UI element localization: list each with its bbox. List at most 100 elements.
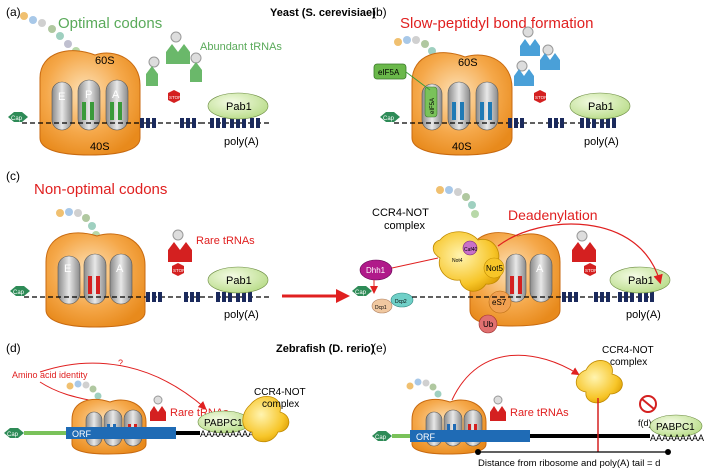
stop-sign-c2 [584,263,596,276]
pab1-label-b: Pab1 [588,101,614,113]
polya-label-b: poly(A) [584,136,619,148]
site-e-label-c: E [64,263,71,275]
pab1-b [569,92,631,120]
es7-label: eS7 [492,298,507,307]
question-mark: ? [118,358,123,368]
panel-d-letter: (d) [6,341,21,355]
panel-e: (e) Cap ORF Rare tRNAs CCR4-NOT complex [372,341,704,468]
site-e-label-a: E [58,91,65,103]
rare-trna-e [490,395,506,421]
ccr4-not-complex-d [242,396,290,443]
cap-label-e: Cap [375,435,387,441]
stop-label-b: STOP [535,95,547,100]
polya-label-c: poly(A) [224,309,259,321]
dcp2-label: Dcp2 [395,299,407,305]
panel-a: (a) Optimal codons Yeast (S. cerevisiae)… [6,5,376,156]
ccr4-not-label-e2: complex [610,357,647,368]
orf-d [66,427,176,439]
polya-bars-a [210,118,260,128]
ccr4-not-label-line1: CCR4-NOT [372,207,429,219]
site-a-label-a: A [112,89,120,101]
deadenylation-arrow [497,223,663,285]
dcp1-label: Dcp1 [375,305,387,311]
eif5a-in-site [424,86,438,118]
rare-trna-d [150,395,166,421]
orf-e [410,430,530,442]
panel-b: (b) Slow-peptidyl bond formation 60S 40S… [372,5,631,156]
rare-trnas-label-c: Rare tRNAs [196,235,255,247]
rare-trna-c [168,229,192,262]
pab1-label-c2: Pab1 [628,275,654,287]
cap-c2 [352,286,372,296]
peptide-chain-b [394,36,436,55]
cap-label-d: Cap [7,432,19,438]
subunit-60s-b: 60S [458,57,478,69]
panel-b-letter: (b) [372,5,387,19]
dhh1-label: Dhh1 [366,266,386,275]
peptide-chain-c2 [436,186,479,218]
polya-label-d: AAAAAAAAA [200,429,254,439]
ccr4-not-label-d1: CCR4-NOT [254,387,306,398]
ccr4-not-complex-e [575,360,623,404]
organism-zebrafish-label: Zebrafish (D. rerio) [276,343,375,355]
trna-in-ribosome-b [452,102,492,120]
caf40-label: Caf40 [464,247,478,253]
deadenylation-label: Deadenylation [508,207,598,223]
cap-b [380,112,400,122]
polya-label-e: AAAAAAAAA [650,433,704,443]
panel-d: (d) Zebrafish (D. rerio) Amino acid iden… [4,341,375,455]
abundant-trnas-a [146,31,202,86]
dhh1-bead [359,259,393,281]
dcp2-bead [390,292,414,308]
pab1-c2 [609,266,671,294]
eif5a-box [373,63,407,80]
peptide-chain-d [66,380,102,400]
polya-label-c2: poly(A) [626,309,661,321]
panel-c: (c) Non-optimal codons E A Cap [6,169,671,334]
pab1-label-c: Pab1 [226,275,252,287]
stop-label-c2: STOP [585,268,597,273]
orf-label-d: ORF [72,429,92,439]
peptide-chain-e [406,378,442,398]
stop-label-a: STOP [169,95,181,100]
rare-trna-c2 [572,230,596,262]
abundant-trnas-label: Abundant tRNAs [200,41,282,53]
cap-label-c2: Cap [355,290,367,296]
stop-sign-c [172,263,184,276]
pabpc1-label-e: PABPC1 [656,422,695,433]
codons-a [140,118,196,128]
stop-sign-b [534,90,546,103]
site-a-label-c2: A [536,263,544,275]
subunit-40s-a: 40S [90,141,110,153]
not5-bead [483,257,505,279]
ccr4-not-label-line2: complex [384,220,425,232]
subunit-60s-a: 60S [95,55,115,67]
pabpc1-label-d: PABPC1 [204,418,243,429]
cap-a [8,112,28,122]
cap-label-b: Cap [383,116,395,122]
orf-label-e: ORF [416,432,436,442]
cap-d [4,428,24,438]
panel-a-title: Optimal codons [58,15,162,32]
eif5a-label: eIF5A [378,68,400,77]
panel-a-letter: (a) [6,5,21,19]
aa-identity-arrow [39,362,207,410]
pabpc1-e [649,414,703,438]
not4-label: Not4 [452,258,463,264]
polya-label-a: poly(A) [224,136,259,148]
dcp1-bead [371,298,393,314]
ub-label: Ub [483,320,494,329]
panel-b-title: Slow-peptidyl bond formation [400,15,593,32]
site-e-a [51,81,73,131]
ccr4-not-label-d2: complex [262,399,299,410]
distance-label: Distance from ribosome and poly(A) tail … [478,458,660,468]
trna-in-ribosome-c [88,276,100,294]
cap-label-c: Cap [13,290,25,296]
eif5a-small-label: eIF5A [430,98,436,114]
pab1-a [207,92,269,120]
amino-acid-identity-label: Amino acid identity [12,370,88,380]
cap-label-a: Cap [11,116,23,122]
ccr4-not-label-e1: CCR4-NOT [602,345,654,356]
subunit-40s-b: 40S [452,141,472,153]
